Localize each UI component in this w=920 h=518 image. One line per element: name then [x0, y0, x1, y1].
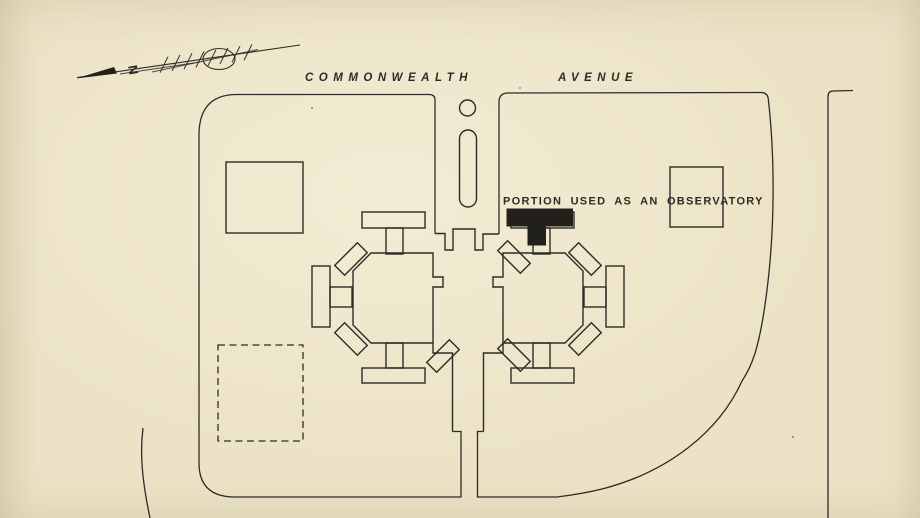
- right-wing-east-t-bar: [605, 265, 625, 328]
- paper-speck: [311, 107, 313, 109]
- right-wing-bottom-t-stem: [532, 342, 551, 369]
- right-wing-bottom-t-bar: [510, 367, 575, 384]
- main-building: [311, 208, 625, 432]
- left-wing-bottom-t-stem: [385, 342, 404, 369]
- outbuilding-square-left: [225, 161, 304, 234]
- left-wing-bottom-t-bar: [361, 367, 426, 384]
- right-wing-nw-diagonal: [496, 239, 532, 275]
- left-wing-west-t-stem: [329, 286, 353, 308]
- parcel-boundary-left: [198, 93, 462, 498]
- north-arrow-shaft-double: [151, 48, 259, 73]
- driveway-island-oval: [458, 129, 478, 208]
- right-wing-east-t-stem: [583, 286, 607, 308]
- connector-stem-right: [482, 343, 504, 432]
- right-wing-ne-diagonal: [567, 241, 603, 277]
- parcel-boundary-right: [476, 91, 774, 498]
- left-wing-top-t-bar: [361, 211, 426, 229]
- paper-speck: [792, 436, 794, 438]
- left-wing-top-t-stem: [385, 227, 404, 255]
- north-arrow: N: [76, 44, 301, 79]
- building-wing-right: [492, 252, 584, 344]
- outbuilding-square-right: [669, 166, 724, 228]
- left-wing-se-diagonal: [425, 338, 461, 374]
- north-label: N: [125, 64, 141, 76]
- north-arrow-hatching: [159, 44, 253, 73]
- dashed-outline-square: [217, 344, 304, 442]
- building-wing-left: [352, 252, 444, 344]
- connector-battlement: [435, 228, 499, 251]
- north-arrow-center-ring: [202, 47, 236, 71]
- diagonal-corner-projections: [333, 239, 603, 374]
- observatory-fill: [506, 208, 573, 246]
- connector-stem-left: [432, 343, 454, 432]
- observatory-label: PORTION USED AS AN OBSERVATORY: [503, 196, 764, 208]
- driveway-island-circle: [458, 99, 477, 117]
- left-wing-sw-diagonal: [333, 321, 369, 357]
- right-street-line: [827, 89, 854, 518]
- left-wing-nw-diagonal: [333, 241, 369, 277]
- north-arrow-head: [76, 67, 117, 79]
- right-wing-se-diagonal: [567, 321, 603, 357]
- paper-speck: [519, 87, 521, 89]
- street-label-avenue: AVENUE: [557, 72, 638, 84]
- street-label-commonwealth: COMMONWEALTH: [305, 72, 473, 84]
- left-wing-west-t-bar: [311, 265, 331, 328]
- bottom-left-curb-line: [140, 427, 151, 518]
